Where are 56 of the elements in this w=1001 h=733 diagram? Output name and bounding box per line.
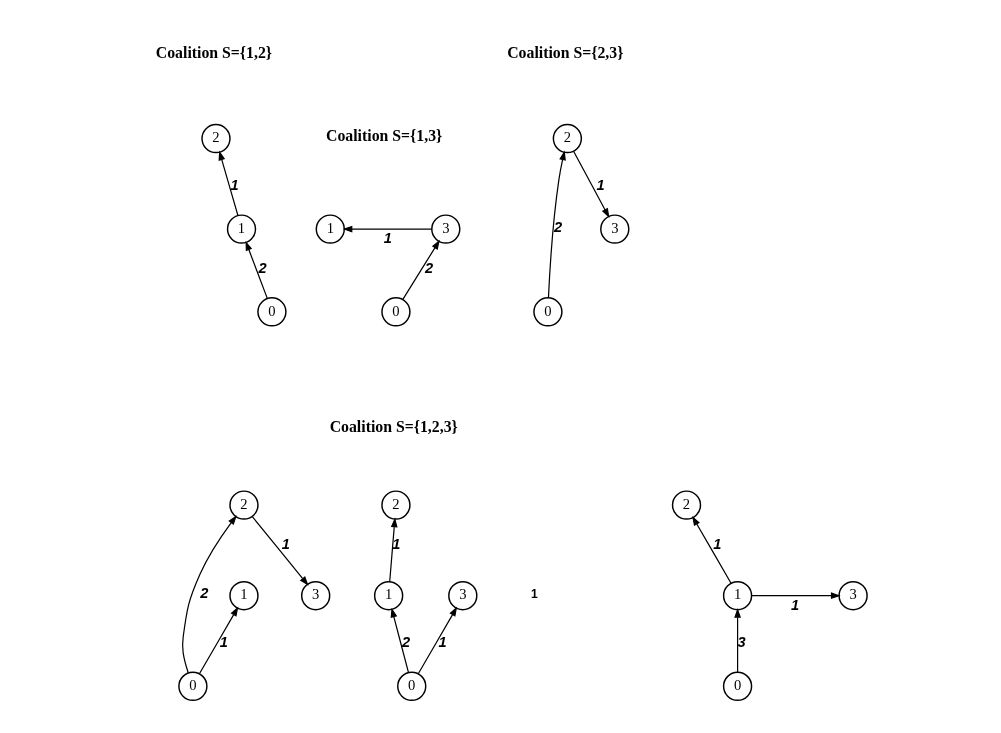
edge-label: 2 [554,218,563,235]
arrow [547,150,566,299]
arrow [198,606,239,675]
node-circle: 0 [533,297,563,327]
arrow [573,150,610,218]
node-circle: 3 [838,580,868,611]
node-circle: 0 [397,671,427,701]
edge-label: 2 [425,260,434,276]
arrow [218,150,239,216]
arrow [402,239,440,301]
node-circle: 2 [552,123,583,154]
node-circle: 0 [381,297,411,327]
node-circle: 1 [226,214,257,244]
arrow [251,516,309,586]
label: Coalition S={1,3} [326,127,443,145]
edge-label: 1 [383,230,392,247]
edge-label: 1 [438,634,447,651]
node-circle: 0 [722,671,753,701]
edge-label: 1 [791,596,800,613]
node-circle: 2 [671,490,702,520]
node-circle: 2 [381,490,411,520]
node-circle: 3 [600,214,630,244]
edge-label: 1 [281,536,290,552]
arrow [390,607,410,674]
arrow [181,515,237,674]
edge-label: 2 [258,260,267,276]
node-circle: 1 [373,580,404,611]
edge-label: 1 [230,177,239,194]
arrow [692,515,732,584]
edge-label: 1 [219,634,228,651]
edge-label: 2 [402,634,411,651]
edge-label: 1 [392,536,401,552]
edge-label: 2 [200,585,209,602]
label: Coalition S={2,3} [507,43,624,61]
label: Coalition S={1,2} [155,43,273,61]
arrow [245,240,268,299]
node-circle: 3 [431,214,461,244]
node-circle: 2 [201,123,231,154]
node-circle: 1 [229,580,259,611]
arrow [751,592,841,600]
node-circle: 1 [315,214,345,244]
label: 1 [530,586,538,601]
arrow [417,606,458,675]
node-circle: 1 [722,580,753,611]
arrow [389,517,398,583]
edge-label: 1 [596,177,605,194]
node-circle: 0 [178,671,208,701]
node-circle: 3 [300,580,331,611]
node-circle: 2 [229,490,259,520]
node-circle: 3 [448,580,478,611]
arrow [734,608,741,673]
arrow [342,225,433,233]
label: Coalition S={1,2,3} [329,418,458,436]
edge-label: 3 [737,634,746,651]
node-circle: 0 [257,297,287,327]
edge-label: 1 [713,536,722,552]
